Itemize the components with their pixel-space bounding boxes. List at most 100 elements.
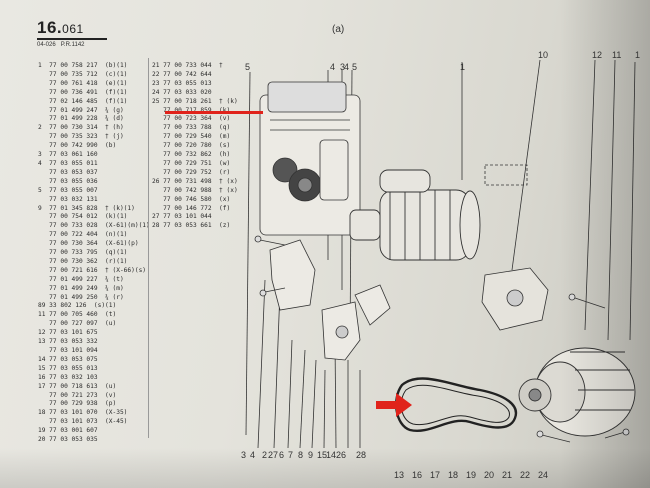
part-row: 77 03 101 073 (X-45) xyxy=(38,418,128,426)
page-shadow-bottom xyxy=(0,448,650,488)
callout-number: 13 xyxy=(394,470,405,480)
alternator-bracket xyxy=(481,267,549,331)
callout-number: 3 xyxy=(241,450,247,460)
part-row: 19 77 03 001 607 xyxy=(38,427,98,435)
callout-number: 9 xyxy=(308,450,314,460)
column-divider xyxy=(148,58,149,438)
callout-number: 16 xyxy=(412,470,423,480)
part-row: 13 77 03 053 332 xyxy=(38,338,98,346)
alternator xyxy=(518,347,636,437)
callout-number: 7 xyxy=(288,450,294,460)
part-row: 77 01 499 227 ¾ (t) xyxy=(38,275,124,283)
part-row: 17 77 00 718 613 (u) xyxy=(38,382,117,390)
part-row: 77 00 723 364 (v) xyxy=(152,115,231,123)
part-row: 77 00 733 028 (X-61)(m)(1) xyxy=(38,222,150,230)
part-row: 77 03 101 094 xyxy=(38,347,98,354)
callout-number: 20 xyxy=(484,470,495,480)
part-row: 22 77 00 742 644 xyxy=(152,70,212,78)
part-row: 77 00 146 772 (f) xyxy=(152,204,231,212)
part-row: 77 00 727 097 (u) xyxy=(38,320,117,328)
part-row: 77 00 720 780 (s) xyxy=(152,142,231,150)
part-row: 77 00 729 752 (r) xyxy=(152,168,231,176)
red-arrow-icon xyxy=(376,393,412,417)
part-row: 77 00 721 616 † (X-66)(s) xyxy=(38,266,147,274)
part-row: 77 00 761 418 (e)(1) xyxy=(38,79,128,87)
parts-list-left: 1 77 00 758 217 (b)(1) 77 00 735 712 (c)… xyxy=(38,62,150,445)
part-row: 77 03 032 131 xyxy=(38,195,98,203)
part-row: 77 01 499 250 ¾ (r) xyxy=(38,293,124,301)
callout-number: 26 xyxy=(336,450,347,460)
part-row: 15 77 03 055 013 xyxy=(38,364,98,372)
section-label: (a) xyxy=(332,24,345,35)
callout-number: 17 xyxy=(430,470,441,480)
part-row: 77 02 146 485 (f)(1) xyxy=(38,97,128,105)
callout-number: 3 xyxy=(340,62,346,72)
callout-number: 4 xyxy=(330,62,336,72)
part-row: 25 77 00 718 261 † (k) xyxy=(152,97,238,105)
mount-bracket xyxy=(269,239,391,361)
page-number-main: 16. xyxy=(37,18,63,37)
part-row: 77 00 754 012 (k)(1) xyxy=(38,213,128,221)
part-row: 77 03 053 037 xyxy=(38,168,98,176)
part-row: 77 00 742 988 † (x) xyxy=(152,186,238,194)
part-row: 18 77 03 101 070 (X-35) xyxy=(38,409,128,417)
page-number-small: 061 xyxy=(62,22,84,36)
header-refs: 04-026 P.R.1142 xyxy=(37,42,85,48)
callout-number: 5 xyxy=(245,62,251,72)
part-row: 89 33 802 126 (s)(1) xyxy=(38,302,117,310)
part-row: 23 77 03 055 013 xyxy=(152,79,212,87)
part-row: 77 01 499 228 ¾ (d) xyxy=(38,115,124,123)
callout-number: 15 xyxy=(317,450,328,460)
callout-number: 1 xyxy=(635,50,641,60)
callout-number: 14 xyxy=(326,450,337,460)
part-row: 77 01 499 247 ¾ (g) xyxy=(38,106,124,114)
callout-number: 22 xyxy=(520,470,531,480)
callout-number: 4 xyxy=(344,62,350,72)
ref-right: P.R.1142 xyxy=(60,42,85,48)
part-row: 77 00 729 938 (p) xyxy=(38,400,117,408)
exploded-diagram xyxy=(245,59,636,449)
part-row: 4 77 03 055 011 xyxy=(38,159,98,167)
part-row: 77 00 729 540 (m) xyxy=(152,133,231,141)
callout-number: 24 xyxy=(538,470,549,480)
page-number: 16.061 xyxy=(37,18,84,38)
starter-motor xyxy=(349,169,481,261)
callout-number: 10 xyxy=(538,50,549,60)
part-row: 28 77 03 053 661 (z) xyxy=(152,222,231,230)
part-row: 77 00 733 788 (q) xyxy=(152,124,231,132)
part-row: 21 77 00 733 044 † xyxy=(152,62,223,69)
callout-number: 5 xyxy=(352,62,358,72)
part-row: 77 03 055 036 xyxy=(38,177,98,185)
callout-number: 6 xyxy=(279,450,285,460)
engine-block xyxy=(259,81,361,236)
part-row: 3 77 03 061 160 xyxy=(38,151,98,159)
callout-number: 18 xyxy=(448,470,459,480)
part-row: 1 77 00 758 217 (b)(1) xyxy=(38,62,128,69)
callout-number: 2 xyxy=(262,450,268,460)
part-row: 77 00 742 990 (b) xyxy=(38,142,117,150)
part-row: 77 00 746 580 (x) xyxy=(152,195,231,203)
header-rule xyxy=(37,38,107,40)
part-row: 77 00 722 404 (n)(1) xyxy=(38,231,128,239)
drive-belt xyxy=(394,377,518,433)
page-shadow-right xyxy=(560,0,650,488)
part-row: 77 00 717 859 (k) xyxy=(152,107,238,116)
callout-number: 4 xyxy=(250,450,256,460)
callout-number: 1 xyxy=(460,62,466,72)
callout-number: 28 xyxy=(356,450,367,460)
part-row: 12 77 03 101 675 xyxy=(38,329,98,337)
part-row: 24 77 03 033 020 xyxy=(152,88,212,96)
part-row: 2 77 00 730 314 † (h) xyxy=(38,124,124,132)
part-row: 11 77 00 705 460 (t) xyxy=(38,311,117,319)
part-row: 5 77 03 055 007 xyxy=(38,186,98,194)
bolts xyxy=(254,235,630,443)
callout-number: 21 xyxy=(502,470,513,480)
ref-left: 04-026 xyxy=(37,42,56,48)
callout-number: 27 xyxy=(268,450,279,460)
part-row: 26 77 00 731 498 † (x) xyxy=(152,177,238,185)
part-row: 16 77 03 032 103 xyxy=(38,373,98,381)
highlight-underline xyxy=(165,111,263,114)
part-row: 20 77 03 053 035 xyxy=(38,436,98,444)
